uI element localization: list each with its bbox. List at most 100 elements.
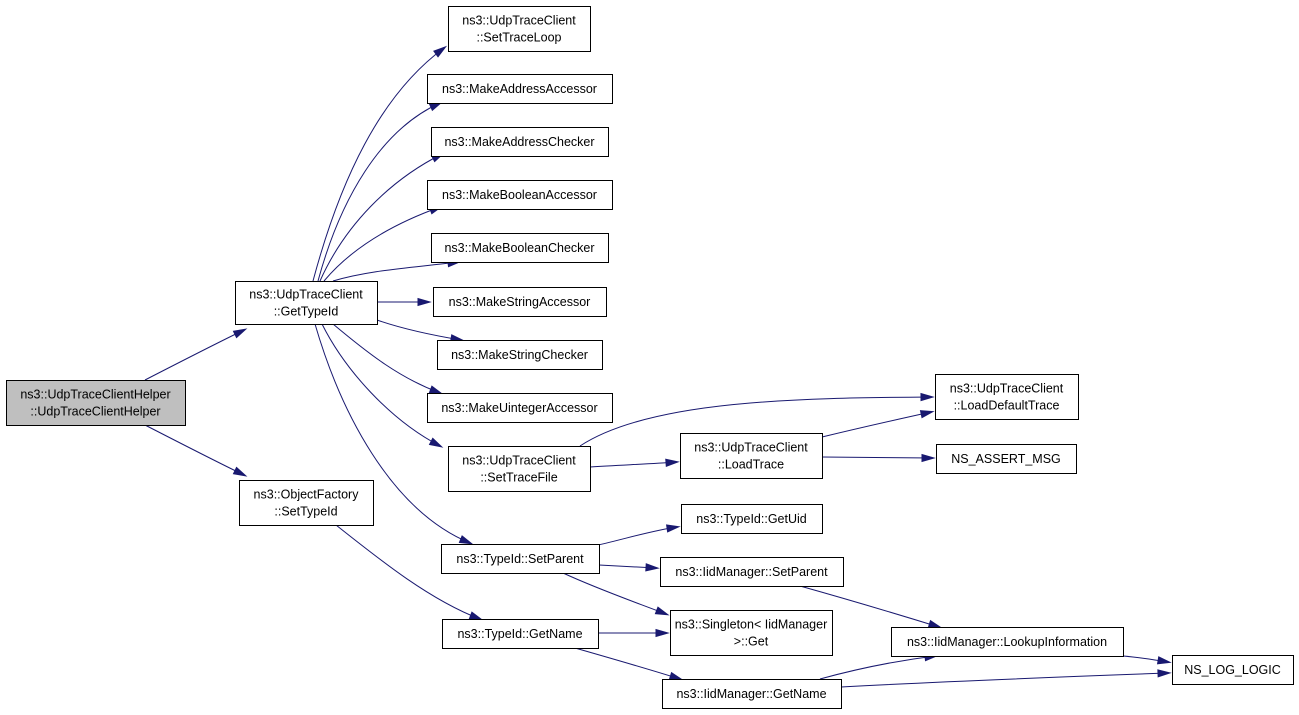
node-makestringchecker[interactable]: ns3::MakeStringChecker [437,340,603,370]
node-label: ns3::MakeBooleanAccessor [442,188,597,202]
edge-loadtrace-to-loaddefaulttrace [821,410,935,438]
node-nsassertmsg[interactable]: NS_ASSERT_MSG [936,444,1077,474]
node-settypeid[interactable]: ns3::ObjectFactory::SetTypeId [239,480,374,526]
node-settraceloop[interactable]: ns3::UdpTraceClient::SetTraceLoop [448,6,591,52]
node-box [427,180,613,210]
node-label: NS_ASSERT_MSG [951,452,1061,466]
node-label: ns3::IidManager::GetName [676,687,826,701]
arrowhead-icon [665,458,680,467]
node-box [441,544,600,574]
arrowhead-icon [645,563,660,572]
arrowhead-icon [655,628,670,638]
node-label: ns3::ObjectFactory [254,488,360,502]
edge-gettypeid-to-settraceloop [312,45,448,282]
node-box [6,380,186,426]
arrowhead-icon [433,45,448,58]
node-label: ns3::MakeStringChecker [451,348,588,362]
node-label: ::SetTraceLoop [476,31,561,45]
node-label: ns3::TypeId::SetParent [456,552,584,566]
node-box [427,393,613,423]
node-label: ns3::UdpTraceClient [950,382,1064,396]
edge-line [317,102,441,282]
node-label: ns3::Singleton< IidManager [675,618,828,632]
node-box [662,679,842,709]
edge-line [819,655,936,680]
node-singletonget[interactable]: ns3::Singleton< IidManager>::Get [670,610,833,656]
arrowhead-icon [654,606,670,616]
node-makestringaccessor[interactable]: ns3::MakeStringAccessor [433,287,607,317]
edge-lookupinformation-to-nsloglogic [1122,655,1172,665]
arrowhead-icon [428,385,444,395]
node-loaddefaulttrace[interactable]: ns3::UdpTraceClient::LoadDefaultTrace [935,374,1079,420]
node-box [235,281,378,325]
node-iidgetname[interactable]: ns3::IidManager::GetName [662,679,842,709]
edge-line [376,319,462,341]
node-label: NS_LOG_LOGIC [1184,663,1281,677]
edge-line [335,524,481,620]
node-lookupinformation[interactable]: ns3::IidManager::LookupInformation [891,627,1124,657]
arrowhead-icon [920,392,935,402]
node-getname[interactable]: ns3::TypeId::GetName [442,619,599,649]
node-gettypeid[interactable]: ns3::UdpTraceClient::GetTypeId [235,281,378,325]
node-makeaddresschecker[interactable]: ns3::MakeAddressChecker [431,127,609,157]
node-box [936,444,1077,474]
edge-line [314,323,471,544]
node-settracefile[interactable]: ns3::UdpTraceClient::SetTraceFile [448,446,591,492]
nodes-layer: ns3::UdpTraceClientHelper::UdpTraceClien… [6,6,1294,709]
node-box [442,619,599,649]
edge-gettypeid-to-makestringaccessor [377,297,432,307]
node-makeaddressaccessor[interactable]: ns3::MakeAddressAccessor [427,74,613,104]
edge-getname-to-iidgetname [574,647,684,681]
edge-iidgetname-to-nsloglogic [840,669,1172,688]
node-loadtrace[interactable]: ns3::UdpTraceClient::LoadTrace [680,433,823,479]
node-label: ns3::MakeAddressAccessor [442,82,597,96]
node-box [670,610,833,656]
edge-gettypeid-to-makebooleanaccessor [323,205,444,282]
edge-settracefile-to-loadtrace [589,458,680,468]
node-label: ns3::TypeId::GetName [457,627,582,641]
edge-iidgetname-to-lookupinformation [819,653,939,680]
node-setparent[interactable]: ns3::TypeId::SetParent [441,544,600,574]
edge-line [319,153,443,282]
edge-line [799,585,940,628]
edge-gettypeid-to-makestringchecker [376,319,465,343]
edge-root-to-settypeid [144,424,248,477]
node-label: ::SetTraceFile [480,471,557,485]
node-label: ns3::UdpTraceClientHelper [20,388,170,402]
node-box [1172,655,1294,685]
node-makebooleanaccessor[interactable]: ns3::MakeBooleanAccessor [427,180,613,210]
node-root[interactable]: ns3::UdpTraceClientHelper::UdpTraceClien… [6,380,186,426]
node-box [239,480,374,526]
node-makeuintegeraccessor[interactable]: ns3::MakeUintegerAccessor [427,393,613,423]
node-label: ns3::UdpTraceClient [694,441,808,455]
node-box [431,233,609,263]
node-label: ns3::IidManager::SetParent [675,565,828,579]
node-label: ::GetTypeId [274,305,339,319]
edge-setparent-to-getuid [597,524,681,546]
edge-gettypeid-to-makeuintegeraccessor [332,323,444,395]
edge-line [144,329,245,381]
edge-line [597,526,678,546]
arrowhead-icon [468,611,484,621]
edge-gettypeid-to-makeaddresschecker [319,152,446,282]
edge-line [840,672,1169,688]
edge-line [332,323,441,394]
node-label: ::SetTypeId [274,505,337,519]
node-box [935,374,1079,420]
node-label: ns3::UdpTraceClient [462,454,576,468]
edges-layer [144,45,1172,688]
node-label: ::UdpTraceClientHelper [30,405,160,419]
node-nsloglogic[interactable]: NS_LOG_LOGIC [1172,655,1294,685]
node-label: ns3::MakeBooleanChecker [444,241,594,255]
node-box [431,127,609,157]
node-box [427,74,613,104]
edge-line [312,47,445,282]
edge-line [144,424,245,476]
edge-settracefile-to-loaddefaulttrace [579,392,935,447]
node-getuid[interactable]: ns3::TypeId::GetUid [681,504,823,534]
node-iidsetparent[interactable]: ns3::IidManager::SetParent [660,557,844,587]
node-box [680,433,823,479]
node-label: ::LoadTrace [718,458,784,472]
arrowhead-icon [927,619,943,629]
node-makebooleanchecker[interactable]: ns3::MakeBooleanChecker [431,233,609,263]
